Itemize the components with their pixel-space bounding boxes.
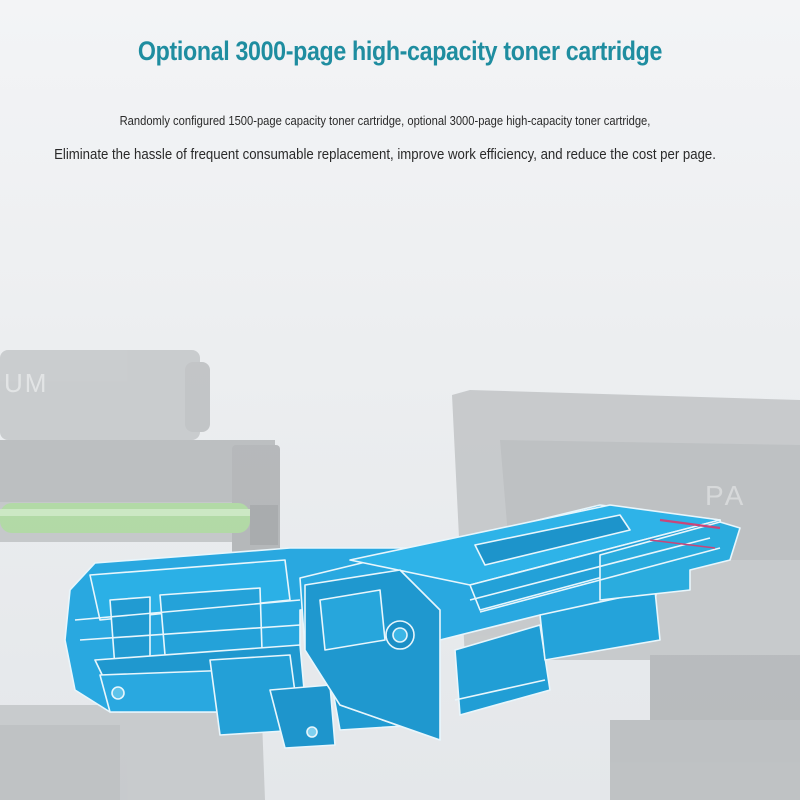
brand-fragment-right: PA bbox=[705, 480, 746, 511]
toner-cartridge bbox=[299, 504, 741, 741]
printer-body-left bbox=[0, 350, 280, 800]
page-title: Optional 3000-page high-capacity toner c… bbox=[137, 36, 663, 66]
toner-cartridge-illustration: UM PA bbox=[0, 350, 800, 800]
description-line-2: Eliminate the hassle of frequent consuma… bbox=[54, 147, 716, 163]
description-line-1: Randomly configured 1500-page capacity t… bbox=[119, 113, 651, 128]
brand-fragment-left: UM bbox=[4, 368, 48, 398]
drum-roller bbox=[0, 503, 250, 533]
